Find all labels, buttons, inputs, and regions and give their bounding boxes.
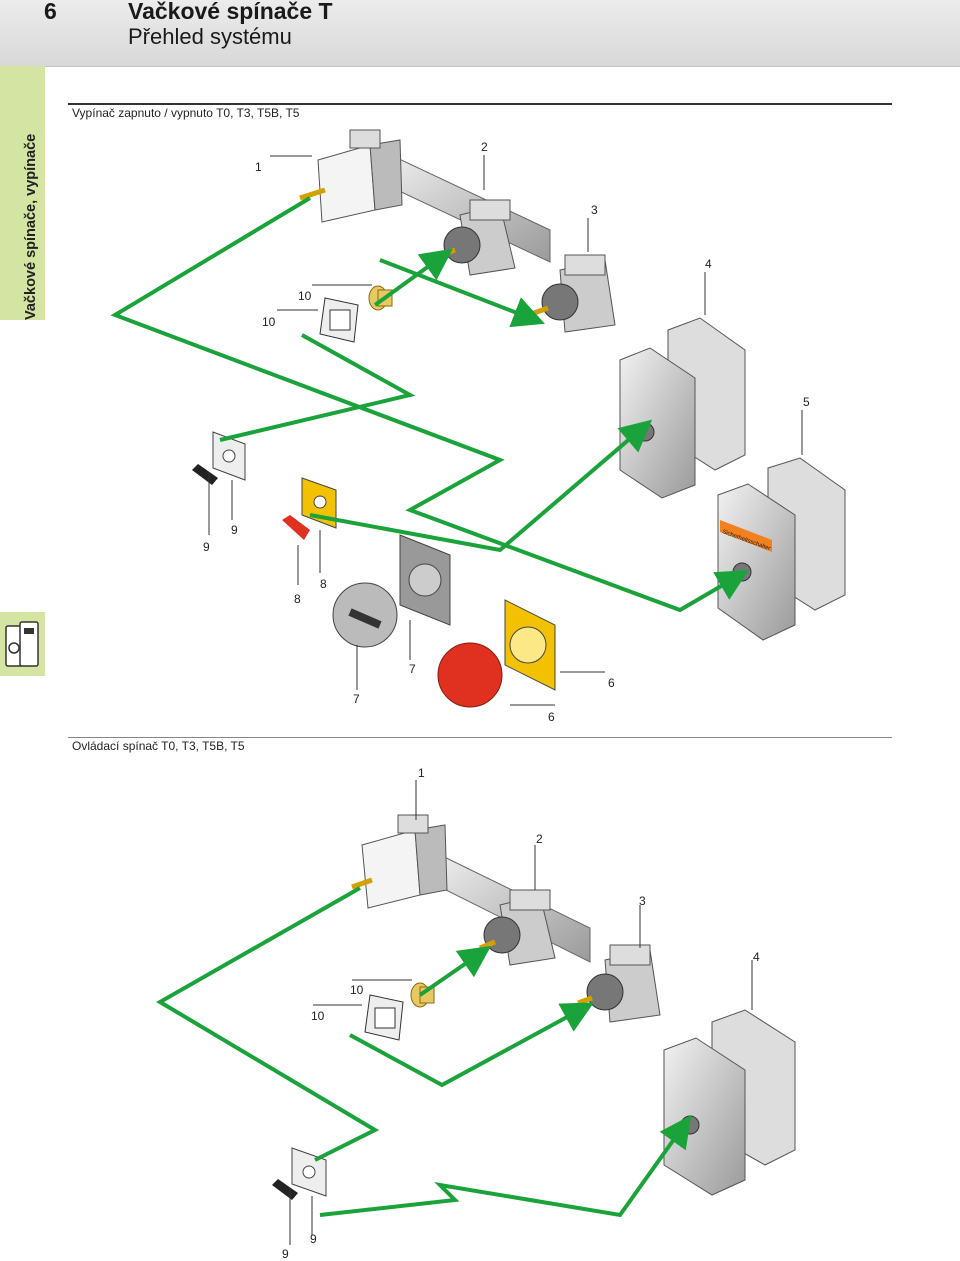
- cam-switch-2: [439, 199, 516, 276]
- cam-switch-2-3: [577, 944, 661, 1023]
- red-knob: [437, 642, 503, 708]
- label-10a: 10: [298, 289, 312, 303]
- label-9a: 9: [203, 540, 210, 554]
- section1-title: Vypínač zapnuto / vypnuto T0, T3, T5B, T…: [72, 106, 300, 120]
- label-5: 5: [803, 395, 810, 409]
- section2-title: Ovládací spínač T0, T3, T5B, T5: [72, 739, 245, 753]
- black-handle: [192, 431, 246, 485]
- leader-lines-2: [289, 780, 753, 1245]
- enclosure-5: Sicherheitsschalter: [717, 457, 846, 641]
- label2-10a: 10: [350, 983, 364, 997]
- label-3: 3: [591, 203, 598, 217]
- cam-switch-2-1: [351, 814, 448, 909]
- side-tab: [0, 66, 45, 320]
- mounting-plate-2: [364, 994, 404, 1041]
- mounting-plate: [319, 297, 359, 343]
- chapter-number: 6: [44, 0, 57, 24]
- page-title: Vačkové spínače T: [128, 0, 333, 24]
- section1-rule: [68, 103, 892, 105]
- enclosure-2-4: [663, 1009, 796, 1196]
- label-7a: 7: [353, 692, 360, 706]
- page-header: 6 Vačkové spínače T Přehled systému: [0, 0, 960, 67]
- label2-3: 3: [639, 894, 646, 908]
- cam-switch-icon: [5, 621, 39, 667]
- label2-4: 4: [753, 950, 760, 964]
- assembly-arrows-2: [156, 886, 692, 1218]
- label2-9b: 9: [310, 1232, 317, 1246]
- leader-lines-1: [208, 155, 803, 706]
- assembly-arrows-1: [110, 196, 749, 613]
- cam-switch-3: [533, 254, 616, 333]
- label2-1: 1: [418, 766, 425, 780]
- label2-10b: 10: [311, 1009, 325, 1023]
- label2-2: 2: [536, 832, 543, 846]
- section2-rule: [68, 737, 892, 738]
- cam-switch-1: [299, 129, 403, 223]
- label-1: 1: [255, 160, 262, 174]
- label-7b: 7: [409, 662, 416, 676]
- label-4: 4: [705, 257, 712, 271]
- label-6a: 6: [608, 676, 615, 690]
- black-handle-2: [272, 1147, 327, 1200]
- enclosure-4: [619, 317, 746, 499]
- metal-knob: [332, 582, 398, 648]
- label-8b: 8: [320, 577, 327, 591]
- label2-9a: 9: [282, 1247, 289, 1261]
- page-subtitle: Přehled systému: [128, 24, 292, 49]
- yellow-plate: [504, 599, 556, 691]
- side-tab-icon-box: [0, 612, 45, 676]
- label-6b: 6: [548, 710, 555, 724]
- label-2: 2: [481, 140, 488, 154]
- label-8a: 8: [294, 592, 301, 606]
- label-10b: 10: [262, 315, 276, 329]
- cam-switch-2-2: [479, 889, 556, 966]
- metal-plate: [399, 534, 451, 626]
- label-9b: 9: [231, 523, 238, 537]
